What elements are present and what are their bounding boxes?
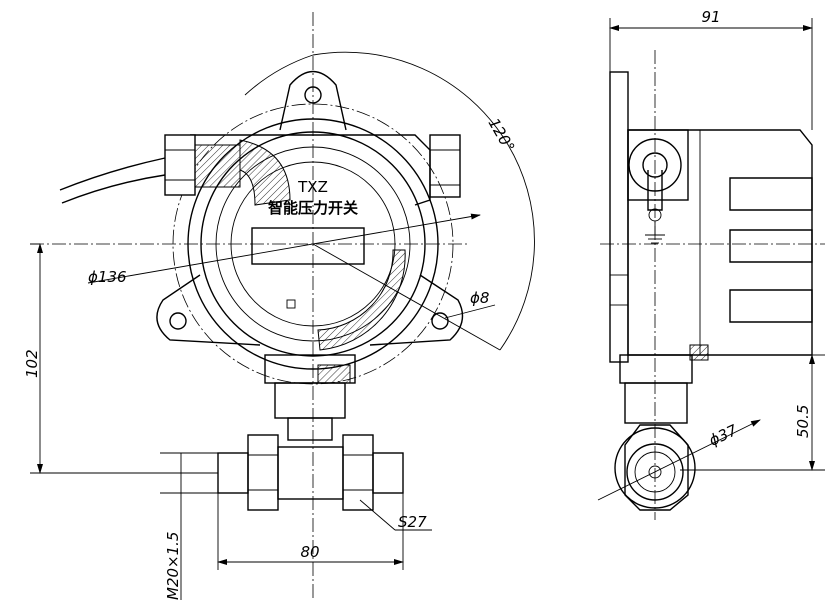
dim-91-width: 91 bbox=[701, 8, 720, 26]
device-name: 智能压力开关 bbox=[268, 199, 358, 217]
dim-s27-spanner: S27 bbox=[398, 513, 427, 531]
dim-8-diameter: ϕ8 bbox=[470, 289, 489, 307]
dim-102-height: 102 bbox=[23, 349, 41, 378]
dim-80-length: 80 bbox=[300, 543, 319, 561]
front-view: TXZ 智能压力开关 120° ϕ136 ϕ8 102 M20×1.5 S27 … bbox=[23, 12, 535, 600]
dim-m20-thread: M20×1.5 bbox=[164, 532, 182, 600]
device-model: TXZ bbox=[297, 178, 328, 196]
dim-50-5-height: 50.5 bbox=[794, 405, 812, 438]
dim-136-diameter: ϕ136 bbox=[88, 268, 127, 286]
side-view: 91 50.5 ϕ37 bbox=[597, 8, 825, 520]
dim-37-diameter: ϕ37 bbox=[706, 421, 740, 450]
dim-120-angle: 120° bbox=[485, 115, 519, 155]
